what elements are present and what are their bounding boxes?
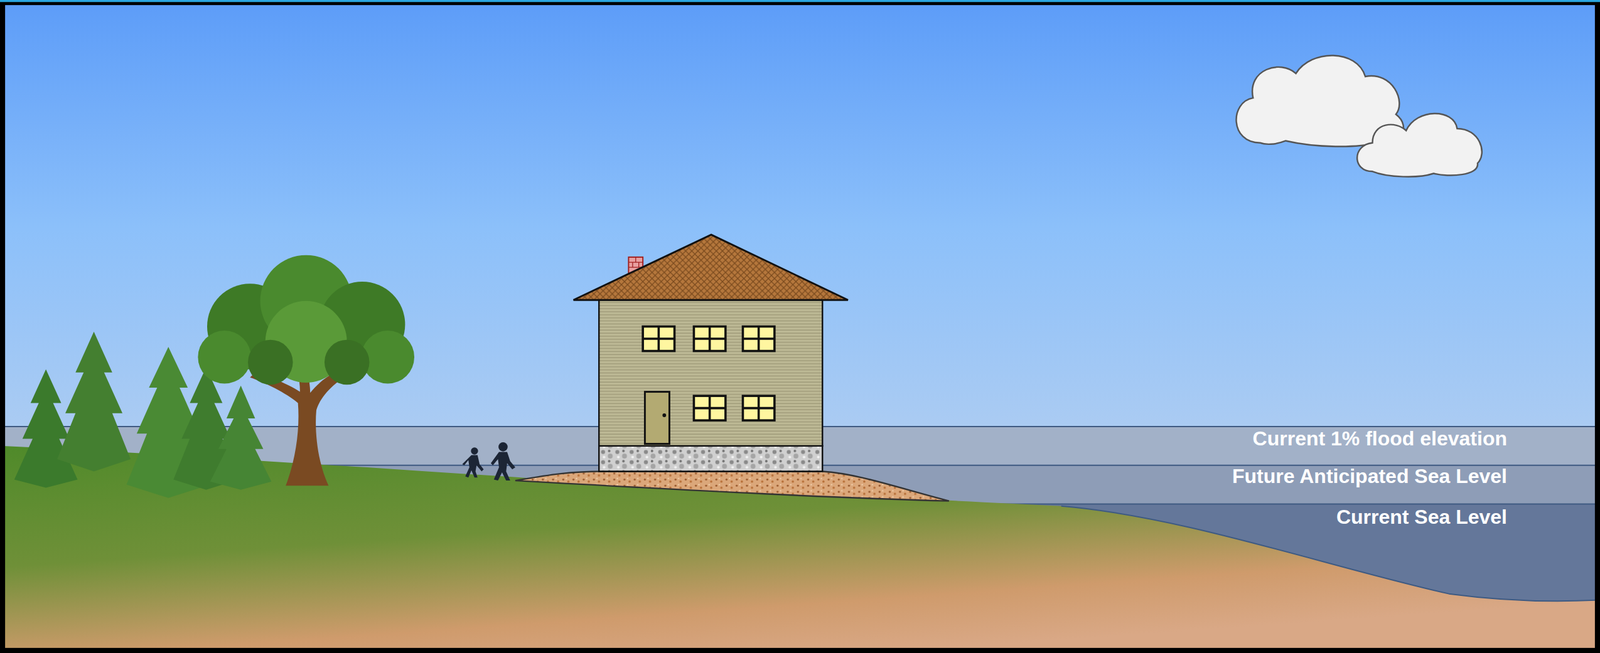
door-knob bbox=[662, 413, 666, 418]
pine-tree bbox=[210, 386, 272, 491]
shoreline bbox=[1061, 506, 1600, 602]
tree-canopy bbox=[324, 340, 370, 386]
tree-canopy bbox=[360, 330, 415, 385]
tree-canopy bbox=[197, 330, 252, 385]
child-head bbox=[470, 447, 478, 455]
level-label: Current 1% flood elevation bbox=[1252, 427, 1508, 451]
stone-foundation bbox=[598, 446, 823, 473]
child-head bbox=[498, 442, 508, 452]
oak-tree bbox=[197, 255, 415, 487]
tree-canopy bbox=[247, 340, 294, 386]
cloud bbox=[1357, 113, 1482, 178]
frame-top-line bbox=[0, 0, 1600, 2]
roof bbox=[573, 234, 849, 301]
pine-tree bbox=[14, 369, 78, 489]
children bbox=[461, 442, 516, 481]
pine-tree bbox=[57, 332, 131, 473]
child-body bbox=[461, 455, 484, 478]
level-label: Current Sea Level bbox=[1336, 505, 1508, 530]
chimney-bricks bbox=[628, 257, 643, 268]
level-label: Future Anticipated Sea Level bbox=[1232, 465, 1508, 489]
house bbox=[573, 234, 849, 472]
door bbox=[644, 392, 670, 445]
gravel-mound bbox=[515, 471, 950, 501]
child-body bbox=[490, 452, 516, 482]
house-wall bbox=[598, 300, 823, 447]
clouds bbox=[1236, 55, 1482, 177]
